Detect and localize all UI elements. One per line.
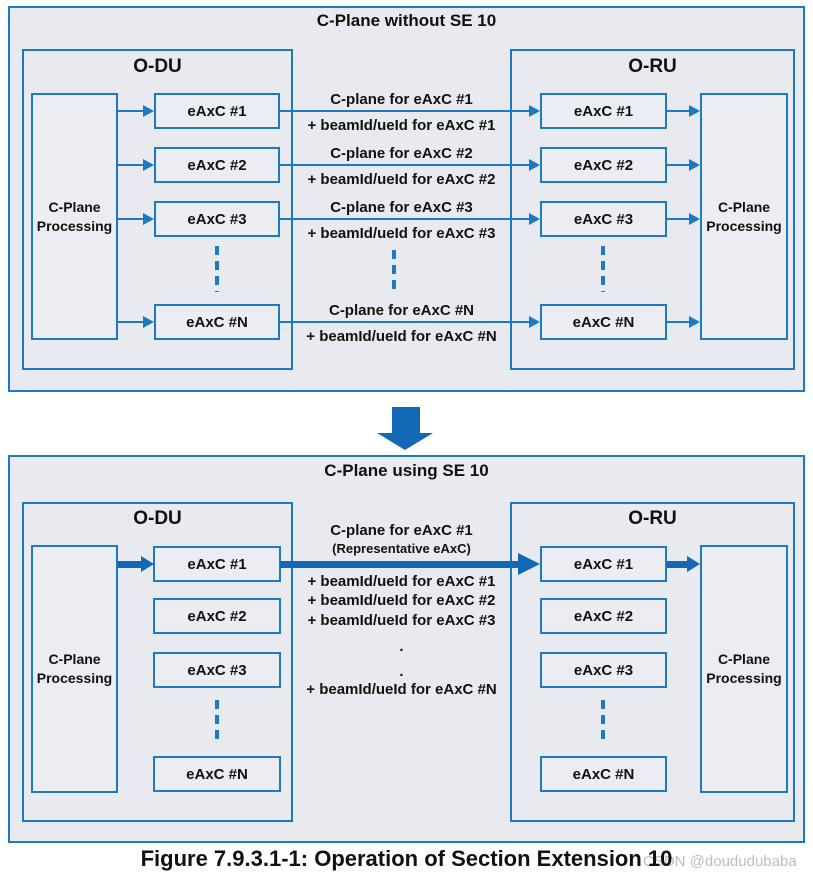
arrow-right-icon [143,105,154,117]
bottom-link-representative-label: (Representative eAxC) [332,541,471,556]
top-odu-title: O-DU [133,56,182,77]
bottom-link-beam-n: + beamId/ueId for eAxC #N [306,681,497,698]
top-oru-eaxc-2: eAxC #2 [540,147,667,183]
top-odu-eaxc-n: eAxC #N [154,304,280,340]
dashed-continuation-line [215,246,219,292]
arrow-line [667,321,689,323]
bottom-odu-eaxc-2: eAxC #2 [153,598,281,634]
arrow-right-icon [143,316,154,328]
link-label-cplane-1: C-plane for eAxC #1 [330,91,473,108]
arrow-line [280,164,529,166]
arrow-line [667,164,689,166]
bottom-oru-title: O-RU [628,508,677,529]
link-label-cplane-2: C-plane for eAxC #2 [330,145,473,162]
arrow-line [280,110,529,112]
bottom-oru-eaxc-n: eAxC #N [540,756,667,792]
bottom-odu-eaxc-1: eAxC #1 [153,546,281,582]
arrow-right-icon [529,213,540,225]
arrow-line [118,218,144,220]
thick-arrow-line [118,561,141,568]
csdn-watermark: CSDN @doududubaba [643,853,797,870]
dashed-continuation-line [601,246,605,292]
arrow-line [118,110,144,112]
top-oru-title: O-RU [628,56,677,77]
bottom-oru-cplane-processing: C-Plane Processing [700,545,788,793]
bottom-odu-title: O-DU [133,508,182,529]
thick-arrow-right-icon [141,556,154,572]
arrow-right-icon [529,159,540,171]
thick-arrow-right-icon [518,553,540,575]
arrow-line [667,218,689,220]
bottom-link-ellipsis-dot: . [399,638,404,655]
top-odu-eaxc-2: eAxC #2 [154,147,280,183]
arrow-right-icon [689,159,700,171]
bottom-link-beam-3: + beamId/ueId for eAxC #3 [307,612,496,629]
bottom-odu-eaxc-n: eAxC #N [153,756,281,792]
arrow-right-icon [143,213,154,225]
arrow-right-icon [689,105,700,117]
dashed-continuation-line [601,700,605,744]
bottom-oru-eaxc-1: eAxC #1 [540,546,667,582]
bottom-link-ellipsis-dot: . [399,663,404,680]
arrow-right-icon [689,316,700,328]
link-label-cplane-n: C-plane for eAxC #N [328,302,475,319]
dashed-continuation-line [392,250,396,292]
top-oru-cplane-processing: C-Plane Processing [700,93,788,340]
top-oru-eaxc-3: eAxC #3 [540,201,667,237]
top-diagram-title: C-Plane without SE 10 [316,11,497,30]
link-label-beam-n: + beamId/ueId for eAxC #N [306,328,497,345]
transition-down-arrow-tip-icon [377,433,433,450]
figure-caption: Figure 7.9.3.1-1: Operation of Section E… [140,846,673,871]
top-odu-eaxc-1: eAxC #1 [154,93,280,129]
bottom-odu-eaxc-3: eAxC #3 [153,652,281,688]
link-label-beam-1: + beamId/ueId for eAxC #1 [307,117,496,134]
arrow-right-icon [529,105,540,117]
arrow-right-icon [529,316,540,328]
arrow-line [667,110,689,112]
thick-arrow-line [667,561,687,568]
arrow-line [118,321,144,323]
bottom-oru-eaxc-3: eAxC #3 [540,652,667,688]
arrow-line [280,218,529,220]
link-label-cplane-3: C-plane for eAxC #3 [330,199,473,216]
thick-arrow-right-icon [687,556,700,572]
bottom-oru-eaxc-2: eAxC #2 [540,598,667,634]
top-oru-eaxc-1: eAxC #1 [540,93,667,129]
arrow-right-icon [143,159,154,171]
dashed-continuation-line [215,700,219,744]
bottom-link-beam-1: + beamId/ueId for eAxC #1 [307,573,496,590]
arrow-line [118,164,144,166]
arrow-right-icon [689,213,700,225]
bottom-link-beam-2: + beamId/ueId for eAxC #2 [307,592,496,609]
top-odu-eaxc-3: eAxC #3 [154,201,280,237]
arrow-line [280,321,529,323]
link-label-beam-2: + beamId/ueId for eAxC #2 [307,171,496,188]
bottom-diagram-title: C-Plane using SE 10 [324,461,489,480]
transition-down-arrow-icon [392,407,420,433]
top-odu-cplane-processing: C-Plane Processing [31,93,118,340]
thick-arrow-line [280,561,518,568]
link-label-beam-3: + beamId/ueId for eAxC #3 [307,225,496,242]
bottom-odu-cplane-processing: C-Plane Processing [31,545,118,793]
top-oru-eaxc-n: eAxC #N [540,304,667,340]
bottom-link-cplane-label: C-plane for eAxC #1 [330,522,473,539]
